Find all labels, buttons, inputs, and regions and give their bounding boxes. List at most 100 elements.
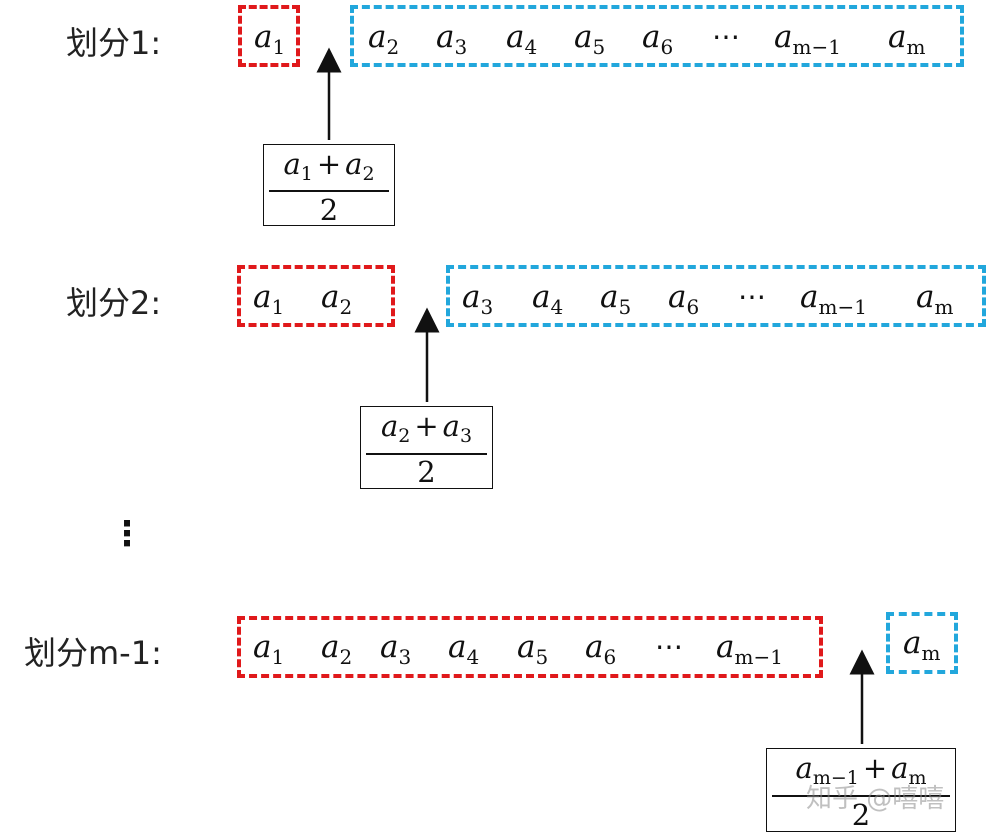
partition-2-right-term-6: am−1 (800, 282, 867, 319)
partition-3-left-term-4-base: a (448, 629, 467, 665)
partition-3-left-term-2-subscript: 2 (339, 645, 353, 669)
partition-3-left-term-6-base: a (585, 629, 604, 665)
formula-plus: + (414, 409, 439, 443)
partition-3-left-term-5-subscript: 5 (535, 645, 549, 669)
partition-1-left-term-1: a1 (254, 19, 286, 59)
partition-2-right-term-6-subscript: m−1 (818, 295, 867, 319)
partition-3-left-term-6-subscript: 6 (603, 645, 617, 669)
partition-3-right-term-1: am (903, 628, 941, 665)
partition-1-left-group (238, 5, 300, 67)
formula-left-base: a (795, 751, 813, 785)
partition-m-1-left-group (237, 616, 823, 678)
formula-right-subscript: 2 (362, 163, 375, 185)
formula-left-subscript: 1 (300, 163, 313, 185)
partition-1-right-term-7: am−1 (774, 19, 841, 59)
formula-right-subscript: m (908, 767, 927, 789)
partition-2-right-term-1-subscript: 3 (480, 295, 494, 319)
partition-2-right-term-3: a5 (600, 279, 632, 319)
formula-numerator: am−1+am (767, 751, 955, 789)
partition-3-left-term-8-base: a (716, 629, 735, 665)
partition-2-left-group (237, 265, 395, 327)
partition-1-left-term-1-base: a (254, 19, 273, 55)
partition-m-1-right-group (886, 612, 958, 674)
formula-left-base: a (283, 147, 301, 181)
partition-2-right-term-2-subscript: 4 (550, 295, 564, 319)
partition-2-right-group (446, 265, 986, 327)
partition-2-right-term-5-ellipsis: ⋯ (738, 280, 766, 313)
partition-2-right-term-7-base: a (916, 279, 935, 315)
partition-3-left-term-7-ellipsis: ⋯ (655, 630, 683, 663)
partition-2-right-term-3-subscript: 5 (618, 295, 632, 319)
partition-1-right-term-8: am (888, 19, 926, 59)
partition-1-right-term-5-subscript: 6 (660, 35, 674, 59)
partition-1-right-term-2-subscript: 3 (454, 35, 468, 59)
partition-1-label: 划分1: (66, 24, 162, 62)
formula-right-subscript: 3 (459, 425, 473, 447)
partition-2-right-term-1-base: a (462, 279, 481, 315)
partition-2-label: 划分2: (66, 284, 162, 322)
formula-plus: + (316, 147, 342, 181)
partition-1-right-term-5-base: a (642, 19, 661, 55)
partition-1-right-term-3-base: a (506, 19, 525, 55)
partition-1-right-term-7-subscript: m−1 (792, 35, 841, 59)
partition-1-right-term-4-subscript: 5 (592, 35, 606, 59)
partition-3-left-term-1-subscript: 1 (271, 645, 285, 669)
partition-3-left-term-8: am−1 (716, 629, 783, 668)
partition-1-right-term-3-subscript: 4 (524, 35, 538, 59)
watermark: 知乎 @嘻嘻 (806, 784, 945, 814)
partition-1-right-term-5: a6 (642, 19, 674, 59)
formula-right-base: a (442, 409, 460, 443)
partition-3-left-term-5-base: a (517, 629, 536, 665)
partition-3-right-term-1-subscript: m (921, 641, 941, 665)
partition-3-left-term-1: a1 (253, 629, 285, 669)
partition-3-left-term-3-subscript: 3 (398, 645, 412, 669)
formula-right-base: a (345, 147, 363, 181)
partition-3-left-term-2: a2 (321, 629, 353, 669)
partition-3-left-term-3-base: a (380, 629, 399, 665)
partition-2-right-term-2-base: a (532, 279, 551, 315)
partition-2-right-term-4-subscript: 6 (686, 295, 700, 319)
partition-2-left-term-2-subscript: 2 (339, 295, 353, 319)
partition-2-right-term-1: a3 (462, 279, 494, 319)
fraction-bar (772, 795, 950, 797)
partition-2-right-term-7: am (916, 279, 954, 319)
formula-numerator: a2+a3 (361, 409, 492, 447)
partition-1-right-term-2: a3 (436, 22, 468, 59)
partition-1-right-term-1-base: a (368, 19, 387, 55)
partition-3-left-term-6: a6 (585, 629, 617, 669)
partition-2-right-term-3-base: a (600, 279, 619, 315)
partition-2-left-term-2: a2 (321, 279, 353, 319)
partition-2-left-term-1: a1 (253, 279, 285, 319)
partition-1-right-term-6-ellipsis: ⋯ (712, 20, 740, 53)
partition-1-right-term-8-subscript: m (906, 35, 926, 59)
partition-1-right-term-1: a2 (368, 19, 400, 59)
partition-2-right-term-4-base: a (668, 279, 687, 315)
partition-2-left-term-2-base: a (321, 279, 340, 315)
formula-denominator: 2 (851, 798, 871, 832)
formula-denominator: 2 (319, 193, 339, 227)
formula-left-subscript: 2 (398, 425, 411, 447)
partition-1-right-term-8-base: a (888, 19, 907, 55)
formula-denominator: 2 (417, 455, 436, 489)
formula-left-base: a (380, 409, 399, 443)
partition-1-right-group (350, 5, 964, 67)
partition-2-right-term-7-subscript: m (934, 295, 954, 319)
partition-1-right-term-7-base: a (774, 19, 793, 55)
partition-2-right-term-2: a4 (532, 279, 564, 319)
partition-1-right-term-4: a5 (574, 22, 606, 59)
fraction-bar (366, 453, 487, 455)
partition-3-left-term-4-subscript: 4 (466, 645, 480, 669)
partition-2-left-term-1-subscript: 1 (271, 295, 285, 319)
partition-3-left-term-2-base: a (321, 629, 340, 665)
partition-2-left-term-1-base: a (253, 279, 272, 315)
fraction-bar (269, 190, 389, 192)
partition-3-left-term-3: a3 (380, 629, 412, 669)
partition-3-left-term-1-base: a (253, 629, 272, 665)
formula-left-subscript: m−1 (812, 767, 859, 789)
partition-3-left-term-5: a5 (517, 629, 549, 669)
partition-1-left-term-1-subscript: 1 (272, 35, 286, 59)
partition-1-right-term-1-subscript: 2 (386, 35, 400, 59)
